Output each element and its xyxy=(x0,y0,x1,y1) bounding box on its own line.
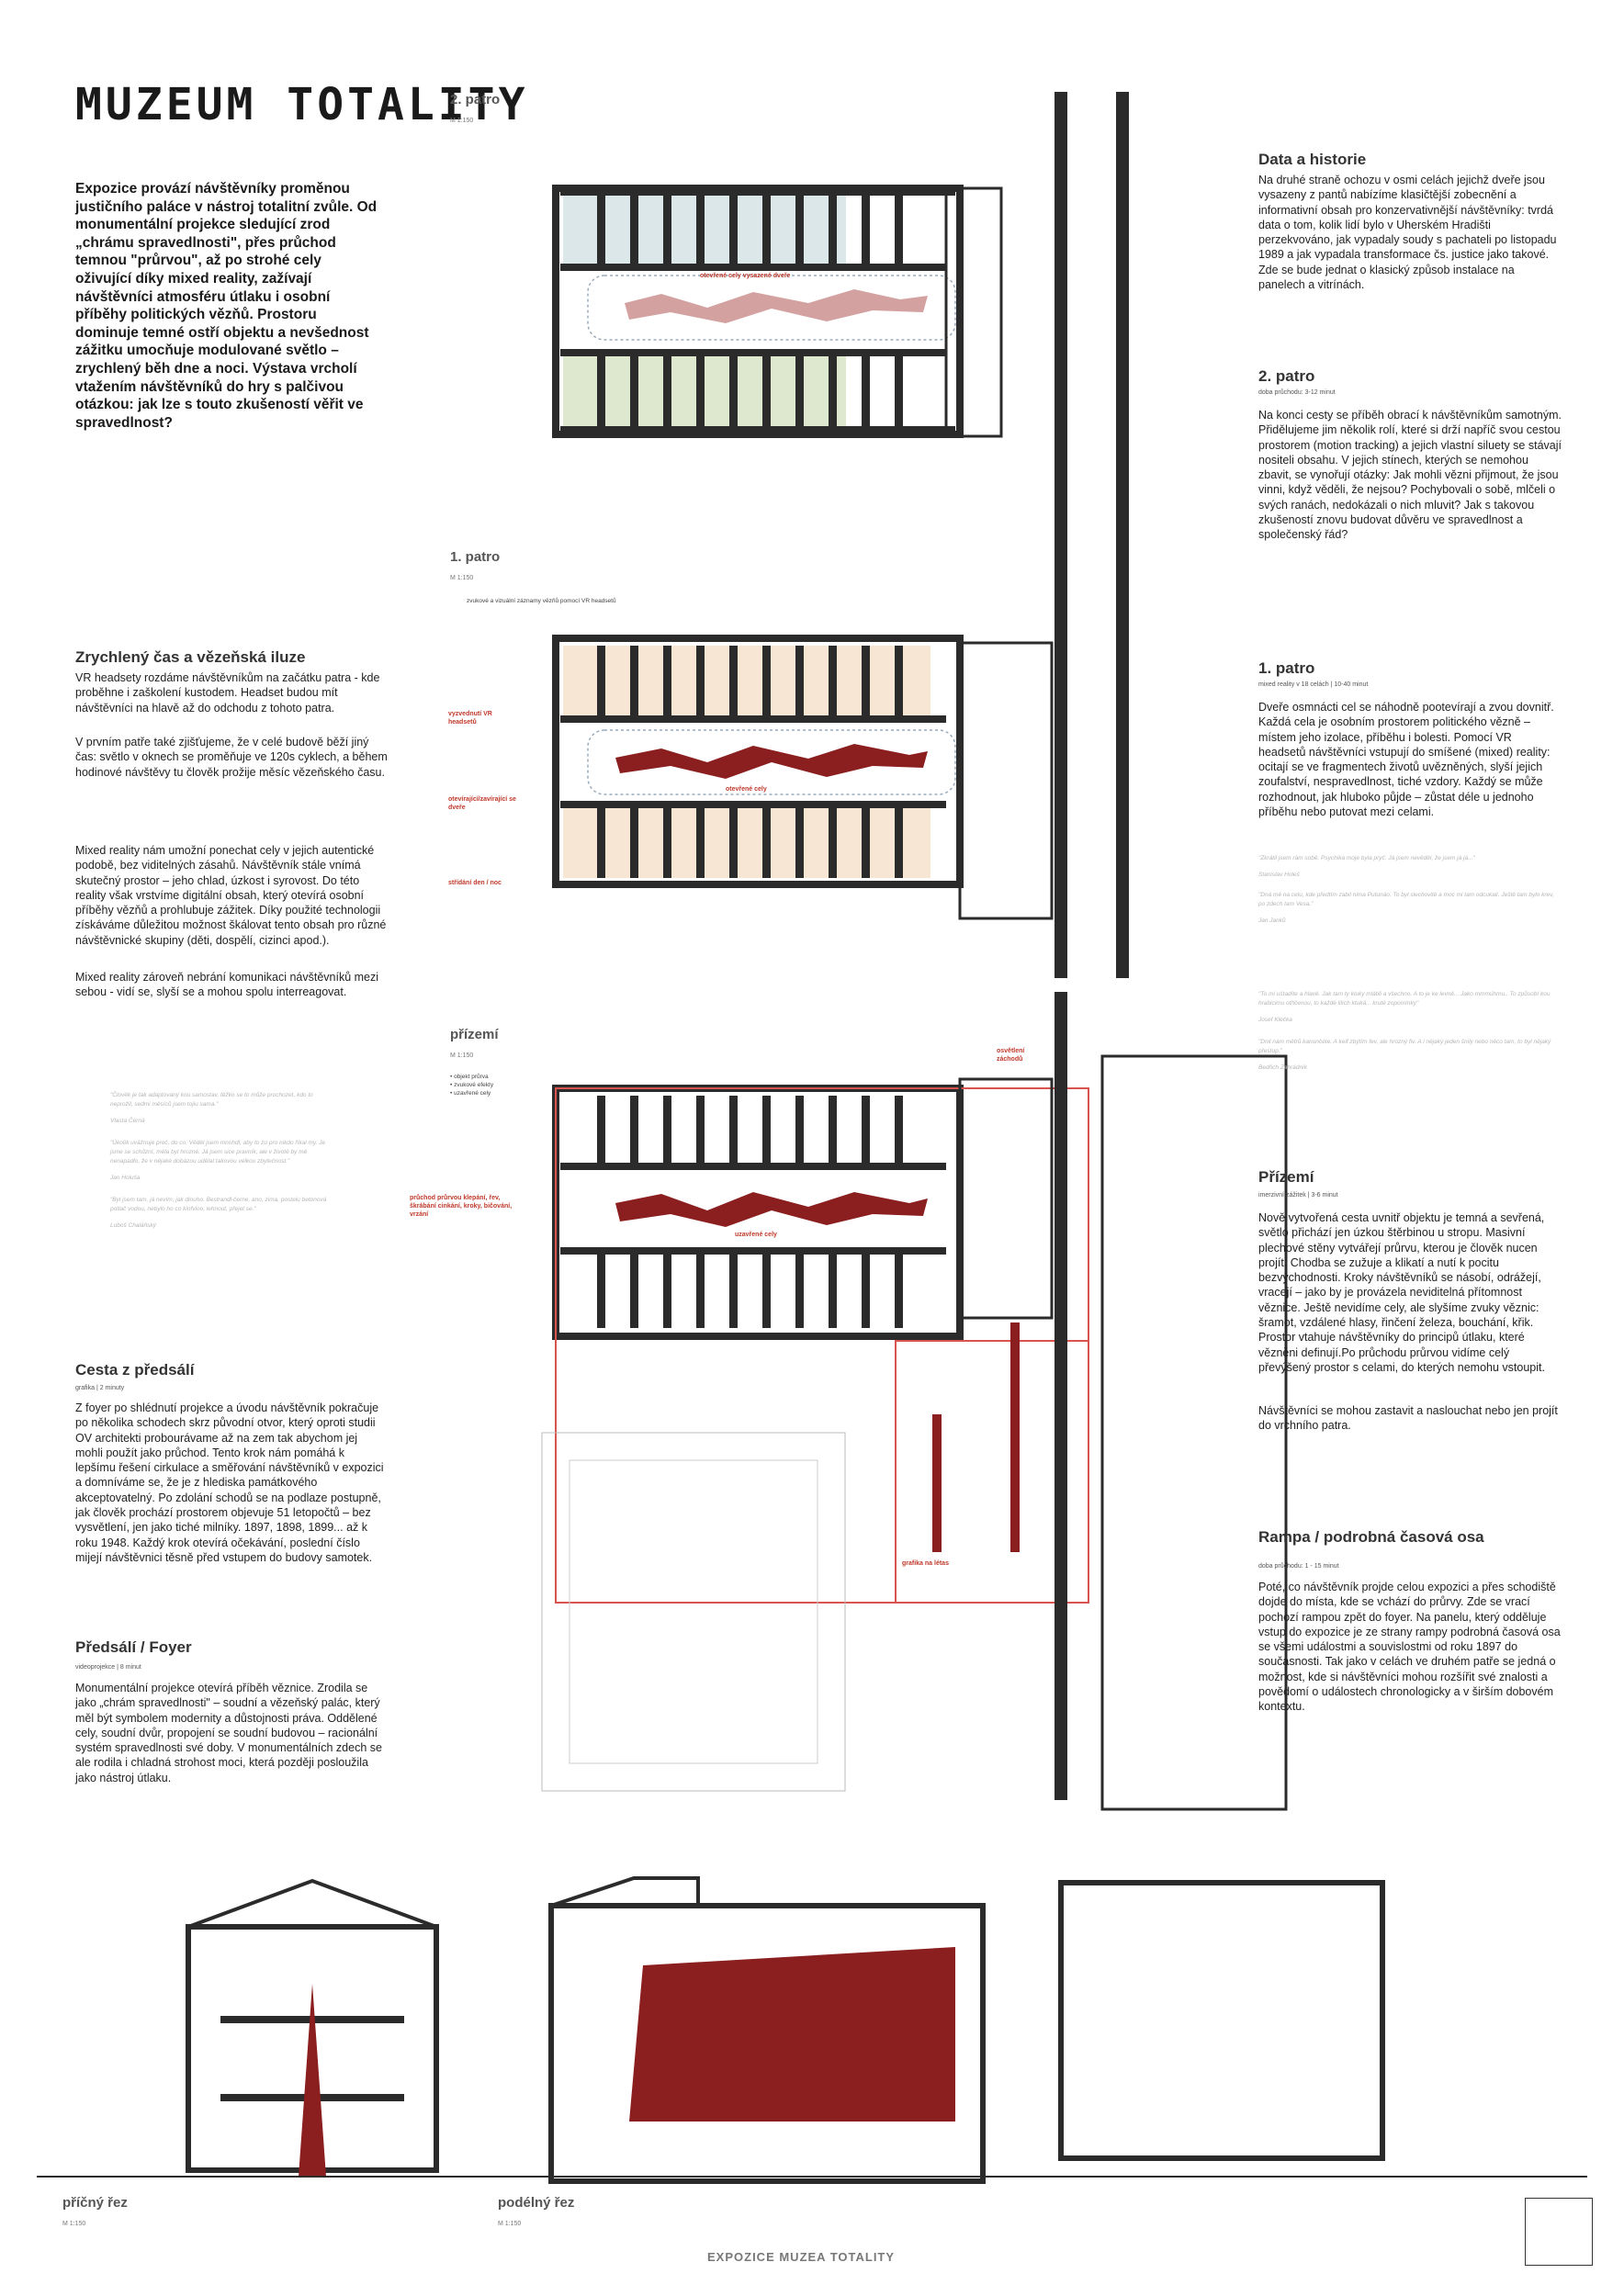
quote-text: "To mi uštadíte a hlavě. Jak tam ty kluk… xyxy=(1258,991,1551,1007)
cesta-sub: grafika | 2 minuty xyxy=(75,1385,125,1391)
label-grafika: grafika na létas xyxy=(902,1560,949,1567)
label-doors: otevřené cely vysazené dveře xyxy=(700,273,791,279)
label-vr: vyzvednutí VR headsetů xyxy=(448,711,492,726)
ground-legend-item: • zvukové efekty xyxy=(450,1082,494,1088)
quote-text: "Zkrátil jsem rám sobě. Psychika moje by… xyxy=(1258,855,1475,861)
rampa-body: Poté, co návštěvník projde celou expozic… xyxy=(1258,1581,1561,1714)
label-day-night: střídání den / noc xyxy=(448,880,502,886)
ground-sub: imerzivní zážitek | 3-6 minut xyxy=(1258,1192,1338,1199)
stamp-box xyxy=(1525,2198,1593,2266)
intro-text: Expozice provází návštěvníky proměnou ju… xyxy=(75,181,378,431)
floor1-quotes: "Zkrátil jsem rám sobě. Psychika moje by… xyxy=(1258,854,1562,926)
quote-text: "Byl jsem tam, já nevím, jak dlouho. Bes… xyxy=(110,1197,327,1212)
cesta-heading: Cesta z předsálí xyxy=(75,1361,195,1379)
floor1-quotes-2: "To mi uštadíte a hlavě. Jak tam ty kluk… xyxy=(1258,990,1562,1073)
left-quotes: "Člověk je tak adaptovaný kou samostav, … xyxy=(110,1091,331,1231)
quote-author: Josef Klečka xyxy=(1258,1017,1292,1023)
quote-author: Luboš Chaláňský xyxy=(110,1222,156,1229)
foyer-heading: Předsálí / Foyer xyxy=(75,1638,192,1656)
ground-plan-scale: M 1:150 xyxy=(450,1052,474,1059)
floor2-sub: doba průchodu: 3-12 minut xyxy=(1258,389,1336,396)
cross-section xyxy=(37,1878,1587,2178)
quote-author: Vlasta Černá xyxy=(110,1118,145,1124)
long-section-scale: M 1:150 xyxy=(498,2221,522,2227)
ground-heading: Přízemí xyxy=(1258,1168,1314,1186)
rampa-sub: doba průchodu: 1 - 15 minut xyxy=(1258,1563,1339,1570)
floor2-plan-scale: M 1:150 xyxy=(450,118,474,124)
quote-author: Bedřich Zahrádník xyxy=(1258,1064,1308,1071)
foyer-body: Monumentální projekce otevírá příběh věz… xyxy=(75,1682,382,1784)
ground-plan xyxy=(541,992,1288,1811)
quote-text: "Úkolík uvážnuje proč, do co. Věděl jsem… xyxy=(110,1140,326,1165)
ground-body-2: Návštěvníci se mohou zastavit a naslouch… xyxy=(1258,1404,1558,1433)
floor2-heading: 2. patro xyxy=(1258,367,1315,385)
ground-body: Nově vytvořená cesta uvnitř objektu je t… xyxy=(1258,1211,1545,1374)
floor2-plan xyxy=(552,92,1129,634)
zrychleny-body1: VR headsety rozdáme návštěvníkům na začá… xyxy=(75,671,380,715)
data-history-body: Na druhé straně ochozu v osmi celách jej… xyxy=(1258,174,1557,292)
ground-legend: • objekt průrva • zvukové efekty • uzavř… xyxy=(450,1073,493,1097)
data-history-heading: Data a historie xyxy=(1258,151,1367,168)
floor1-legend: zvukové a vizuální záznamy vězňů pomocí … xyxy=(467,598,616,604)
page-title: MUZEUM TOTALITY xyxy=(75,79,529,130)
label-exit: osvětlení záchodů xyxy=(997,1048,1025,1063)
floor1-body: Dveře osmnácti cel se náhodně pootevíraj… xyxy=(1258,701,1554,819)
quote-author: Jan Holuša xyxy=(110,1175,141,1181)
quote-text: "Člověk je tak adaptovaný kou samostav, … xyxy=(110,1092,313,1108)
floor1-plan-scale: M 1:150 xyxy=(450,575,474,581)
label-prurva: průchod průrvou klepání, řev, škrábání c… xyxy=(410,1195,513,1218)
ground-plan-title: přízemí xyxy=(450,1027,499,1042)
floor1-heading: 1. patro xyxy=(1258,659,1315,677)
cross-section-scale: M 1:150 xyxy=(62,2221,86,2227)
zrychleny-heading: Zrychlený čas a vězeňská iluze xyxy=(75,648,306,666)
label-closed-cells: uzavřené cely xyxy=(735,1232,777,1238)
label-light: otevírající/zavírající se dveře xyxy=(448,796,516,811)
foyer-sub: videoprojekce | 8 minut xyxy=(75,1664,141,1671)
ground-legend-item: • uzavřené cely xyxy=(450,1090,491,1097)
floor2-plan-title: 2. patro xyxy=(450,92,501,107)
ground-legend-item: • objekt průrva xyxy=(450,1074,489,1080)
zrychleny-body2: V prvním patře také zjišťujeme, že v cel… xyxy=(75,736,388,779)
floor1-plan xyxy=(552,546,1129,978)
cesta-body: Z foyer po shlédnutí projekce a úvodu ná… xyxy=(75,1401,384,1564)
zrychleny-body3: Mixed reality nám umožní ponechat cely v… xyxy=(75,844,387,947)
floor1-sub: mixed reality v 18 celách | 10-40 minut xyxy=(1258,681,1369,688)
quote-author: Stanislav Holeš xyxy=(1258,872,1300,878)
long-section-title: podélný řez xyxy=(498,2195,575,2211)
quote-text: "Dná mě na celu, kde předtím zabil nima … xyxy=(1258,892,1554,907)
floor1-plan-title: 1. patro xyxy=(450,549,501,565)
footer-title: EXPOZICE MUZEA TOTALITY xyxy=(707,2250,896,2264)
zrychleny-body4: Mixed reality zároveň nebrání komunikaci… xyxy=(75,971,379,999)
label-open-cells: otevřené cely xyxy=(726,786,767,793)
cross-section-title: příčný řez xyxy=(62,2195,128,2211)
quote-text: "Dnil nám mětrů kanunčéte. A keif zbýtím… xyxy=(1258,1039,1551,1054)
long-section xyxy=(548,1876,1385,2184)
floor2-body: Na konci cesty se příběh obrací k návště… xyxy=(1258,409,1562,542)
rampa-heading: Rampa / podrobná časová osa xyxy=(1258,1528,1484,1546)
quote-author: Jan Janků xyxy=(1258,917,1286,924)
